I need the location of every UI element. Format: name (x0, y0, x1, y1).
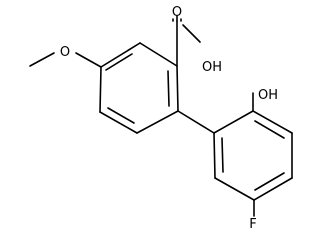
bond-b6 (213, 110, 254, 134)
bond-carboxyl-to-oh (182, 24, 201, 43)
bond-a3-inner (107, 107, 135, 124)
biaryl-bond (177, 110, 215, 134)
fluorine-label: F (249, 217, 256, 232)
bond-b3 (253, 177, 293, 201)
bond-methoxy-o-to-ch3 (29, 52, 55, 67)
bond-a1-inner (105, 53, 133, 71)
bond-ring-to-methoxy-o (75, 52, 102, 68)
bond-b1-inner (221, 137, 224, 173)
bond-b5-inner (254, 120, 285, 139)
bond-a5 (176, 65, 179, 112)
carboxylic-acid-bonds (172, 15, 201, 67)
methoxy-oxygen-label: O (60, 45, 70, 60)
methoxy-bonds (29, 52, 102, 68)
bond-a2 (99, 66, 102, 113)
bond-b3-inner (254, 172, 285, 191)
ring-b-bonds (213, 110, 293, 201)
bond-ring-a-to-ring-b (177, 110, 215, 134)
bond-a3 (99, 111, 138, 134)
bond-b5 (252, 110, 293, 134)
ring-a-bonds (99, 42, 179, 134)
bond-b2 (214, 177, 255, 201)
bond-a5-inner (167, 70, 170, 107)
phenol-hydroxyl-label: OH (258, 88, 278, 103)
acid-hydroxyl-label: OH (202, 60, 222, 75)
bond-b1 (213, 132, 216, 179)
carbonyl-oxygen-label: O (172, 5, 182, 20)
chemical-structure-diagram: O OH O OH F (29, 5, 293, 232)
bond-a6 (139, 42, 178, 67)
bond-a1 (100, 42, 141, 68)
ring-b-substituent-bonds (252, 92, 255, 217)
bond-a4 (136, 110, 179, 134)
